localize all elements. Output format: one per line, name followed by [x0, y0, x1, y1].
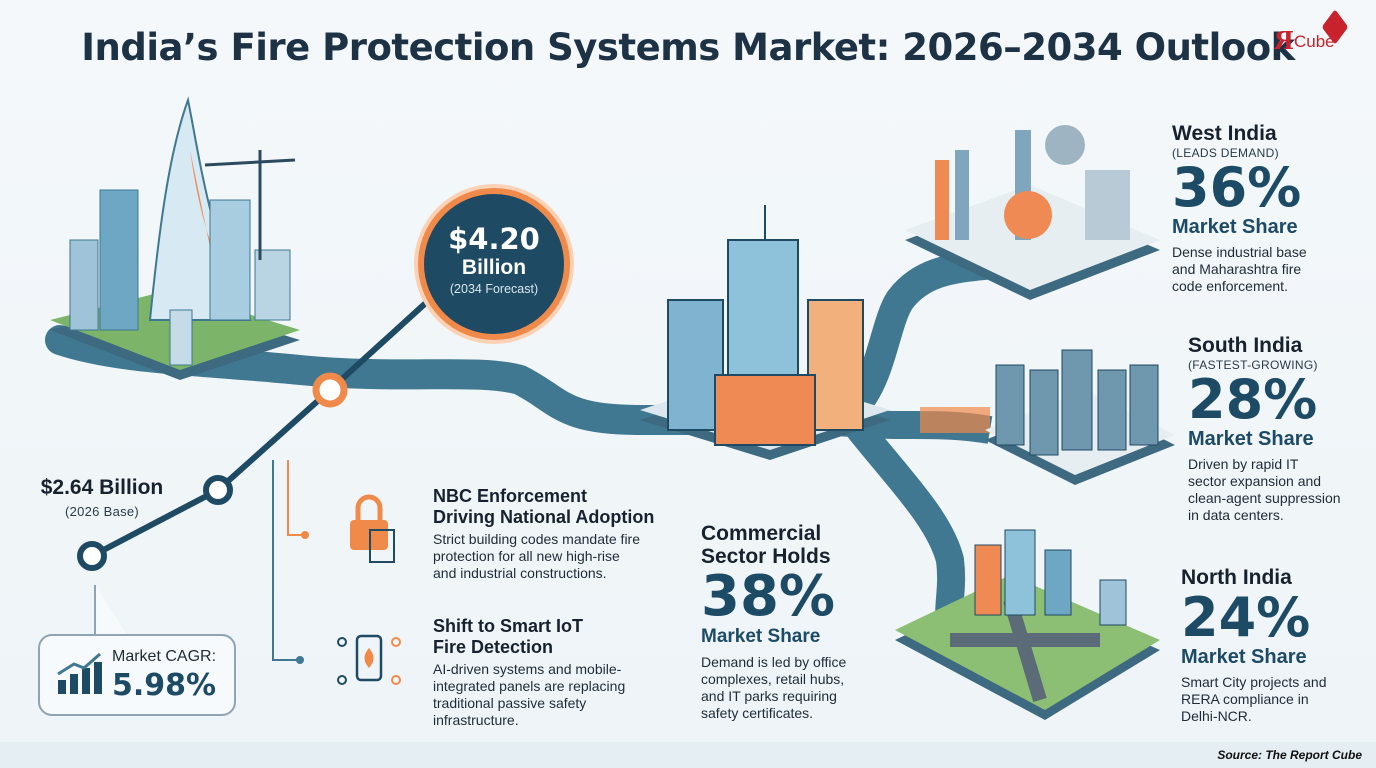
commercial-text-line: complexes, retail hubs,: [701, 671, 845, 687]
region-text-line: RERA compliance in: [1181, 691, 1309, 707]
driver-title-line1: NBC Enforcement: [433, 486, 588, 506]
forecast-note: (2034 Forecast): [449, 282, 539, 296]
commercial-text-line: safety certificates.: [701, 705, 814, 721]
region-text-line: Dense industrial base: [1172, 244, 1307, 260]
region-percent: 28%: [1188, 368, 1318, 431]
region-percent: 36%: [1172, 156, 1302, 219]
commercial-text-line: Demand is led by office: [701, 654, 847, 670]
region-text-line: and Maharashtra fire: [1172, 261, 1302, 277]
region-share-label: Market Share: [1172, 216, 1298, 238]
cagr-value: 5.98%: [112, 668, 217, 703]
driver-title-line2: Driving National Adoption: [433, 507, 655, 527]
forecast-circle: $4.20 Billion (2034 Forecast): [418, 188, 570, 340]
region-south: South India (FASTEST-GROWING) 28% Market…: [1188, 334, 1368, 524]
logo-text: Cube: [1294, 32, 1335, 51]
driver-text-line: traditional passive safety: [433, 695, 587, 711]
growth-line: [77, 287, 443, 571]
commercial-title-line2: Sector Holds: [701, 545, 831, 568]
region-name: North India: [1181, 566, 1292, 589]
driver-text-line: Strict building codes mandate fire: [433, 531, 640, 547]
commercial-percent: 38%: [701, 564, 836, 629]
base-value: $2.64 Billion: [40, 476, 164, 499]
region-north: North India 24% Market Share Smart City …: [1181, 566, 1366, 725]
driver-nbc: NBC Enforcement Driving National Adoptio…: [433, 486, 683, 582]
base-value-block: $2.64 Billion (2026 Base): [34, 476, 170, 519]
cagr-label: Market CAGR:: [112, 648, 217, 665]
region-text-line: clean-agent suppression: [1188, 490, 1341, 506]
region-percent: 24%: [1181, 586, 1311, 649]
region-share-label: Market Share: [1188, 428, 1314, 450]
forecast-value: $4.20: [448, 222, 540, 256]
region-text-line: Smart City projects and: [1181, 674, 1327, 690]
left-city-illustration: [50, 96, 300, 380]
bar-chart-icon: [57, 652, 102, 694]
south-datacenter-island: [985, 349, 1175, 485]
region-share-label: Market Share: [1181, 646, 1307, 668]
commercial-share-label: Market Share: [701, 626, 821, 647]
region-tag: (FASTEST-GROWING): [1188, 358, 1318, 372]
region-text-line: sector expansion and: [1188, 473, 1322, 489]
west-industrial-island: [905, 125, 1160, 300]
driver-text-line: protection for all new high-rise: [433, 548, 620, 564]
footer-band: [0, 742, 1376, 768]
driver-title-line2: Fire Detection: [433, 637, 554, 657]
driver-text-line: infrastructure.: [433, 712, 519, 728]
region-name: West India: [1172, 122, 1277, 145]
source-credit: Source: The Report Cube: [1217, 748, 1362, 762]
winding-road: [45, 245, 1025, 436]
smartphone-fire-icon: [337, 634, 401, 685]
driver-text-line: integrated panels are replacing: [433, 678, 626, 694]
region-name: South India: [1188, 334, 1303, 357]
commercial-block: Commercial Sector Holds 38% Market Share…: [701, 522, 891, 722]
driver-iot: Shift to Smart IoT Fire Detection AI-dri…: [433, 616, 683, 729]
region-text-line: Driven by rapid IT: [1188, 456, 1299, 472]
region-text-line: in data centers.: [1188, 507, 1284, 523]
page-title: India’s Fire Protection Systems Market: …: [81, 26, 1295, 69]
cagr-box: Market CAGR: 5.98%: [38, 634, 236, 716]
lock-building-icon: [350, 494, 395, 563]
region-text-line: Delhi-NCR.: [1181, 708, 1252, 724]
driver-text-line: AI-driven systems and mobile-: [433, 661, 622, 677]
region-tag: (LEADS DEMAND): [1172, 146, 1279, 160]
base-note: (2026 Base): [64, 504, 140, 519]
north-smartcity-island: [895, 529, 1160, 720]
commercial-title-line1: Commercial: [701, 522, 822, 545]
forecast-unit: Billion: [461, 256, 527, 279]
driver-title-line1: Shift to Smart IoT: [433, 616, 583, 636]
region-text-line: code enforcement.: [1172, 278, 1288, 294]
commercial-text-line: and IT parks requiring: [701, 688, 837, 704]
commercial-island-illustration: [640, 205, 890, 460]
driver-text-line: and industrial constructions.: [433, 565, 607, 581]
logo-mark: R: [1274, 26, 1294, 55]
brand-logo: R Cube: [1268, 9, 1352, 66]
region-west: West India (LEADS DEMAND) 36% Market Sha…: [1172, 122, 1362, 295]
